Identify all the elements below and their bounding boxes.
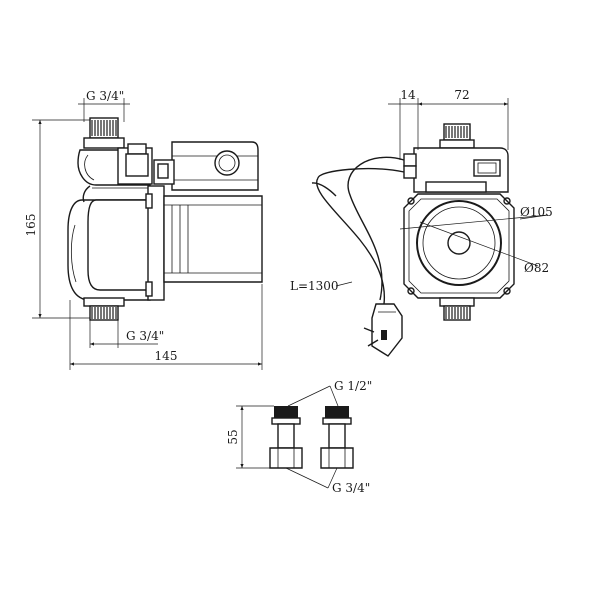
adapter-bottom-thread-label: G 3/4" (332, 481, 370, 495)
power-cable (311, 156, 405, 305)
top-nozzle (83, 117, 125, 149)
side-view-pump (67, 117, 263, 321)
diameter-inner-label: Ø82 (524, 261, 549, 275)
diameter-outer-label: Ø105 (520, 205, 553, 219)
front-view-pump (311, 123, 515, 357)
side-bottom-thread-label: G 3/4" (126, 329, 164, 343)
front-width-label: 72 (454, 88, 469, 102)
speed-knob (214, 150, 240, 176)
adapter-fitting-left (269, 406, 303, 469)
side-height-label: 165 (24, 214, 38, 237)
cable-length-label: L=1300 (290, 279, 339, 293)
adapter-dimensions: 55 G 1/2" G 3/4" (226, 379, 372, 495)
box-depth-label: 14 (400, 88, 416, 102)
side-view-dimensions: G 3/4" 165 G 3/4" 145 (24, 89, 263, 370)
side-top-thread-label: G 3/4" (86, 89, 124, 103)
adapter-fitting-right (320, 406, 354, 469)
adapter-height-label: 55 (226, 429, 240, 444)
side-length-label: 145 (155, 349, 178, 363)
bottom-nozzle (83, 297, 125, 321)
front-view-dimensions: 14 72 Ø105 Ø82 L=1300 (290, 88, 553, 293)
power-plug (363, 303, 403, 357)
adapter-top-thread-label: G 1/2" (334, 379, 372, 393)
